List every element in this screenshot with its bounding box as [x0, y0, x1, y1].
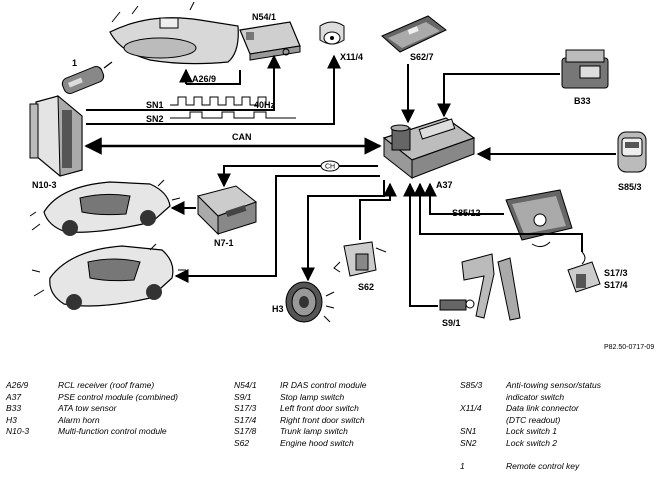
legend-description: Engine hood switch	[280, 438, 354, 448]
legend-code: S17/3	[234, 403, 257, 414]
ir-das-module-n54-1	[239, 21, 301, 61]
legend-code: S85/3	[460, 380, 483, 390]
legend-description: Trunk lamp switch	[280, 426, 348, 437]
legend-description: Right front door switch	[280, 414, 365, 425]
lock-switch-signal-pulses	[170, 96, 296, 119]
remote-control-key	[61, 61, 113, 94]
legend-code: 1	[460, 461, 465, 472]
vehicle-bottom-view	[31, 243, 186, 310]
roof-frame-receiver-a26-9	[109, 1, 239, 65]
switch-s85-12	[505, 189, 573, 248]
legend-description: (DTC readout)	[506, 414, 561, 425]
label-a26-9: A26/9	[192, 74, 216, 84]
label-s17-3: S17/3	[604, 268, 628, 278]
label-n10-3: N10-3	[32, 180, 57, 190]
legend-code: N54/1	[234, 380, 257, 390]
legend-code: A26/9	[6, 380, 29, 390]
label-h3: H3	[272, 304, 284, 314]
legend-code: X11/4	[460, 403, 482, 414]
control-module-n10-3	[29, 94, 83, 177]
switch-s62-7	[381, 15, 447, 53]
label-s9-1: S9/1	[442, 318, 461, 328]
legend-description: PSE control module (combined)	[58, 391, 179, 402]
reference-number: P82.50-0717-09	[604, 344, 655, 351]
alarm-horn-h3	[285, 281, 335, 323]
legend-description: Data link connector	[506, 403, 579, 414]
bus-symbol: CH	[320, 160, 340, 172]
label-n7-1: N7-1	[214, 238, 234, 248]
pse-control-module-a37	[382, 117, 476, 180]
connection-lines	[84, 54, 616, 307]
anti-towing-switch-s85-3	[617, 131, 647, 173]
legend-code: S62	[234, 438, 250, 448]
legend-description: RCL receiver (roof frame)	[58, 380, 155, 390]
legend-description: Multi-function control module	[58, 426, 167, 437]
legend-description: Remote control key	[506, 461, 580, 472]
wiring-diagram: CH A26/9 N54/1 X11/4 S62/7 B33 1 SN1 SN2…	[29, 1, 647, 328]
legend-description: Left front door switch	[280, 403, 359, 414]
legend-code: H3	[6, 414, 17, 425]
label-a37: A37	[436, 180, 453, 190]
data-link-connector-x11-4	[319, 21, 345, 45]
legend-description: IR DAS control module	[280, 380, 367, 390]
vehicle-top-view	[29, 179, 181, 236]
legend-description: indicator switch	[506, 391, 565, 402]
legend-description: Lock switch 1	[506, 426, 558, 437]
label-key: 1	[72, 58, 77, 68]
label-sn1: SN1	[146, 100, 164, 110]
label-s62: S62	[358, 282, 374, 292]
legend-code: A37	[6, 391, 22, 402]
legend-description: Lock switch 2	[506, 438, 558, 448]
legend-description: Stop lamp switch	[280, 391, 345, 402]
label-s17-4: S17/4	[604, 280, 628, 290]
label-n54-1: N54/1	[252, 12, 276, 22]
label-can: CAN	[232, 132, 252, 142]
label-sn2: SN2	[146, 114, 164, 124]
legend-code: SN1	[460, 426, 477, 437]
legend-description: Alarm horn	[58, 414, 100, 425]
label-b33: B33	[574, 96, 591, 106]
svg-text:CH: CH	[325, 164, 335, 171]
stop-lamp-switch-s9-1	[439, 253, 521, 321]
label-40hz: 40Hz	[254, 100, 276, 110]
engine-hood-switch-s62	[333, 241, 387, 277]
legend-description: ATA tow sensor	[58, 403, 117, 414]
legend-code: S17/8	[234, 426, 257, 437]
tow-sensor-b33	[561, 49, 609, 89]
door-switch-s17	[567, 251, 601, 293]
legend-description: Anti-towing sensor/status	[506, 380, 601, 390]
legend-code: B33	[6, 403, 22, 414]
label-s62-7: S62/7	[410, 52, 434, 62]
label-x11-4: X11/4	[340, 52, 363, 62]
legend-code: N10-3	[6, 426, 30, 437]
label-s85-12: S85/12	[452, 208, 481, 218]
module-n7-1	[197, 185, 258, 236]
legend-code: S9/1	[234, 391, 252, 402]
label-s85-3: S85/3	[618, 182, 642, 192]
legend-code: SN2	[460, 438, 477, 448]
legend-code: S17/4	[234, 414, 257, 425]
